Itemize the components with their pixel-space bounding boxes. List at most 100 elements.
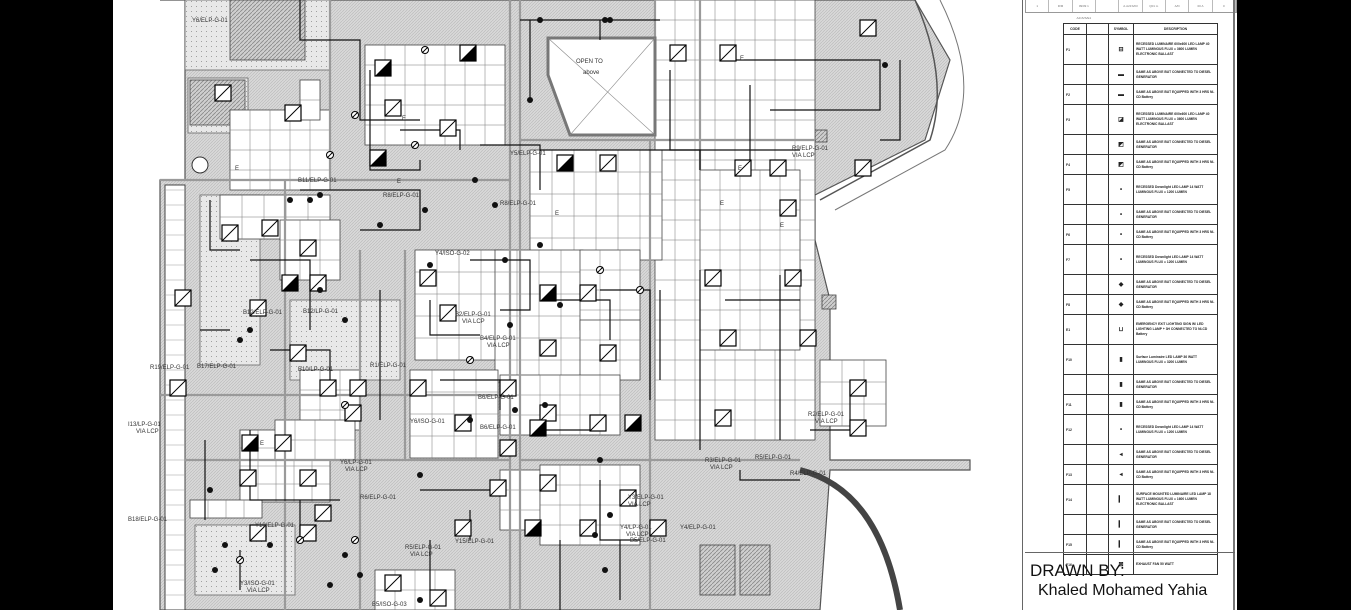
downlight <box>557 302 563 308</box>
fixture-tag-e: E <box>740 56 744 62</box>
legend-row: F8◆SAME AS ABOVE BUT EQUIPPED WITH 3 HRS… <box>1063 294 1218 315</box>
legend-row: F2▬SAME AS ABOVE BUT EQUIPPED WITH 3 HRS… <box>1063 84 1218 105</box>
legend-row: F5•RECESSED Downlight LED LAMP 14 WATT L… <box>1063 174 1218 205</box>
legend-description: SAME AS ABOVE BUT CONNECTED TO DIESEL GE… <box>1133 64 1218 85</box>
legend-symbol: ◂ <box>1108 464 1134 485</box>
legend-code <box>1063 444 1087 465</box>
circuit-label: I13/LP-G-01 <box>128 422 161 428</box>
legend-description: RECESSED Downlight LED LAMP 14 WATT LUMI… <box>1133 414 1218 445</box>
downlight <box>502 257 508 263</box>
circuit-label: B10/LP-G-01 <box>298 367 334 373</box>
legend-symbol: • <box>1108 244 1134 275</box>
legend-extra <box>1086 394 1109 415</box>
circuit-label: VIA LCP <box>410 552 433 558</box>
circuit-label: R9/ELP-G-01 <box>792 146 829 152</box>
legend-code: E1 <box>1063 314 1087 345</box>
legend-symbol: ▬ <box>1108 84 1134 105</box>
legend-extra <box>1086 34 1109 65</box>
legend-symbol: ▮ <box>1108 394 1134 415</box>
legend-code: F16 <box>1063 554 1087 575</box>
legend-description: RECESSED LUMINAIRE 600x600 LED LAMP 40 W… <box>1133 34 1218 65</box>
circuit-label: Y10/ELP-G-01 <box>255 523 295 529</box>
circuit-label: R19/ELP-G-01 <box>150 365 190 371</box>
circuit-label: Y6/LP-G-01 <box>340 460 372 466</box>
circuit-label: Y4/ELP-G-01 <box>680 525 716 531</box>
fixture-tag-e: E <box>720 201 724 207</box>
legend-code: F3 <box>1063 104 1087 135</box>
downlight <box>607 17 613 23</box>
legend-description: SAME AS ABOVE BUT EQUIPPED WITH 3 HRS NI… <box>1133 224 1218 245</box>
legend-symbol: ⊔ <box>1108 314 1134 345</box>
downlight <box>607 512 613 518</box>
downlight <box>327 582 333 588</box>
legend-symbol: ▮ <box>1108 344 1134 375</box>
circuit-label: Y6/ISO-G-01 <box>410 419 445 425</box>
legend-description: SAME AS ABOVE BUT CONNECTED TO DIESEL GE… <box>1133 204 1218 225</box>
legend-row: E1 ⊔EMERGENCY EXIT LIGHTING SIGN W/ LED L… <box>1063 314 1218 345</box>
legend-row: F13◂SAME AS ABOVE BUT EQUIPPED WITH 3 HR… <box>1063 464 1218 485</box>
legend-extra <box>1086 444 1109 465</box>
fixture-tag-e: E <box>780 223 784 229</box>
legend-extra <box>1086 154 1109 175</box>
legend-row: F15▎SAME AS ABOVE BUT EQUIPPED WITH 3 HR… <box>1063 534 1218 555</box>
legend-row: F16⊠EXHAUST FAN 50 WATT <box>1063 554 1218 575</box>
legend-row: ◆SAME AS ABOVE BUT CONNECTED TO DIESEL G… <box>1063 274 1218 295</box>
legend-description: RECESSED LUMINAIRE 600x600 LED LAMP 40 W… <box>1133 104 1218 135</box>
circuit-label: VIA LCP <box>628 502 651 508</box>
fixture-tag-e: E <box>260 441 264 447</box>
fixture-tag-e: E <box>397 179 401 185</box>
downlight <box>512 407 518 413</box>
downlight <box>222 542 228 548</box>
downlight <box>427 262 433 268</box>
circuit-label: Y3/ELP-G-01 <box>628 495 664 501</box>
legend-code: F12 <box>1063 414 1087 445</box>
downlight <box>342 552 348 558</box>
legend-symbol: ◆ <box>1108 274 1134 295</box>
legend-row: F14▎SURFACE MOUNTED LUMINAIRE LED LAMP 1… <box>1063 484 1218 515</box>
legend-row: F3 ◪RECESSED LUMINAIRE 600x600 LED LAMP 4… <box>1063 104 1218 135</box>
legend-extra <box>1086 224 1109 245</box>
legend-description: SAME AS ABOVE BUT EQUIPPED WITH 3 HRS NI… <box>1133 294 1218 315</box>
title-block-cell: A/D <box>1166 0 1190 12</box>
downlight <box>422 207 428 213</box>
circuit-label: Y3/ISO-G-01 <box>240 581 275 587</box>
fixture-tag-e: E <box>235 166 239 172</box>
legend-description: SURFACE MOUNTED LUMINAIRE LED LAMP 18 WA… <box>1133 484 1218 515</box>
void-text-2: above <box>583 70 600 76</box>
legend-row: F7•RECESSED Downlight LED LAMP 14 WATT L… <box>1063 244 1218 275</box>
legend-header-symbol: SYMBOL <box>1108 23 1134 35</box>
downlight <box>287 197 293 203</box>
downlight <box>307 197 313 203</box>
legend-code: F6 <box>1063 224 1087 245</box>
legend-extra <box>1086 414 1109 445</box>
legend-code: F7 <box>1063 244 1087 275</box>
legend-row: ◩SAME AS ABOVE BUT CONNECTED TO DIESEL G… <box>1063 134 1218 155</box>
legend-description: SAME AS ABOVE BUT EQUIPPED WITH 3 HRS NI… <box>1133 84 1218 105</box>
legend-extra <box>1086 134 1109 155</box>
downlight <box>537 17 543 23</box>
legend-row: ▎SAME AS ABOVE BUT CONNECTED TO DIESEL G… <box>1063 514 1218 535</box>
legend-symbol: ◪ <box>1108 104 1134 135</box>
drawn-by-name: Khaled Mohamed Yahia <box>1038 582 1208 599</box>
circuit-label: B11/ELP-G-01 <box>298 178 337 184</box>
title-block-cell: A.A21S/03 <box>1119 0 1143 12</box>
legend-row: ◂SAME AS ABOVE BUT CONNECTED TO DIESEL G… <box>1063 444 1218 465</box>
legend-description: EMERGENCY EXIT LIGHTING SIGN W/ LED LIGH… <box>1133 314 1218 345</box>
circuit-label: R8/ELP-G-01 <box>500 201 537 207</box>
downlight <box>417 597 423 603</box>
legend-row: ▬SAME AS ABOVE BUT CONNECTED TO DIESEL G… <box>1063 64 1218 85</box>
sheet-border <box>1233 0 1235 610</box>
circuit-label: B2/ELP-G-01 <box>455 312 491 318</box>
legend-symbol: ◩ <box>1108 134 1134 155</box>
legend-symbol: ▎ <box>1108 484 1134 515</box>
downlight <box>317 192 323 198</box>
legend-code <box>1063 514 1087 535</box>
legend-description: SAME AS ABOVE BUT CONNECTED TO DIESEL GE… <box>1133 374 1218 395</box>
circuit-label: VIA LCP <box>136 429 159 435</box>
legend-code <box>1063 64 1087 85</box>
downlight <box>467 417 473 423</box>
